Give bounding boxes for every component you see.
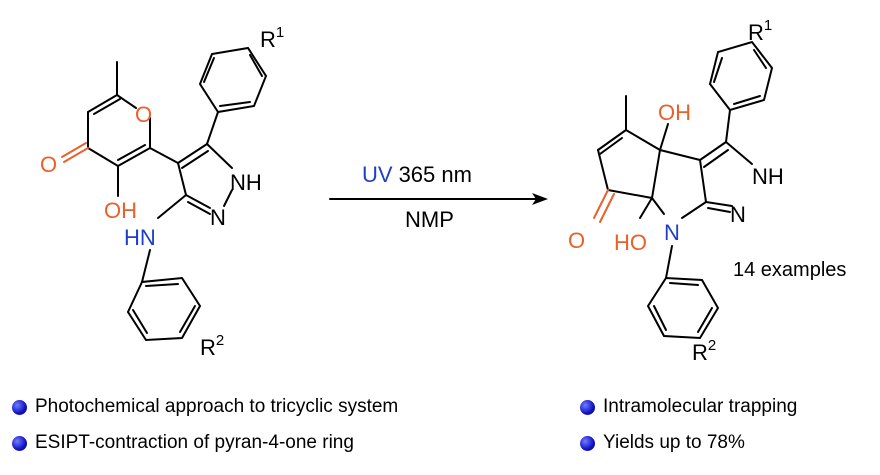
reactant-oh: OH — [104, 198, 137, 223]
product-r1: R1 — [748, 17, 772, 45]
reactant-n: N — [210, 205, 226, 230]
bullet-item: Yields up to 78% — [580, 428, 797, 458]
reactant-hn: HN — [124, 225, 156, 250]
reactant-o-keto: O — [40, 152, 57, 177]
product-structure — [593, 40, 774, 340]
reactant-structure — [61, 46, 268, 342]
bullets-right: Intramolecular trapping Yields up to 78% — [580, 392, 797, 458]
reactant-r2: R2 — [200, 332, 224, 360]
reactant-o-ring: O — [135, 102, 152, 127]
bullet-text: ESIPT-contraction of pyran-4-one ring — [35, 432, 354, 453]
bullet-text: Yields up to 78% — [603, 432, 745, 453]
condition-solvent: NMP — [405, 207, 454, 232]
product-n-ring: N — [730, 202, 746, 227]
bullet-dot-icon — [12, 399, 27, 415]
product-r2: R2 — [692, 337, 716, 365]
examples-count: 14 examples — [733, 259, 846, 281]
bullet-item: Intramolecular trapping — [580, 392, 797, 422]
bullet-item: ESIPT-contraction of pyran-4-one ring — [12, 428, 398, 458]
reactant-r1: R1 — [260, 24, 284, 52]
bullet-dot-icon — [580, 399, 595, 415]
product-nh: NH — [752, 164, 784, 189]
bullets-left: Photochemical approach to tricyclic syst… — [12, 392, 398, 458]
reactant-nh: NH — [230, 170, 262, 195]
bullet-text: Intramolecular trapping — [603, 396, 798, 417]
product-o-keto: O — [568, 228, 585, 253]
arrow-head-icon — [532, 193, 548, 205]
bullet-text: Photochemical approach to tricyclic syst… — [35, 396, 399, 417]
product-ho-bottom: HO — [614, 230, 647, 255]
bullet-item: Photochemical approach to tricyclic syst… — [12, 392, 398, 422]
product-n-pyrrole: N — [664, 220, 680, 245]
bullet-dot-icon — [580, 435, 595, 451]
product-oh-top: OH — [658, 100, 691, 125]
bullet-dot-icon — [12, 435, 27, 451]
